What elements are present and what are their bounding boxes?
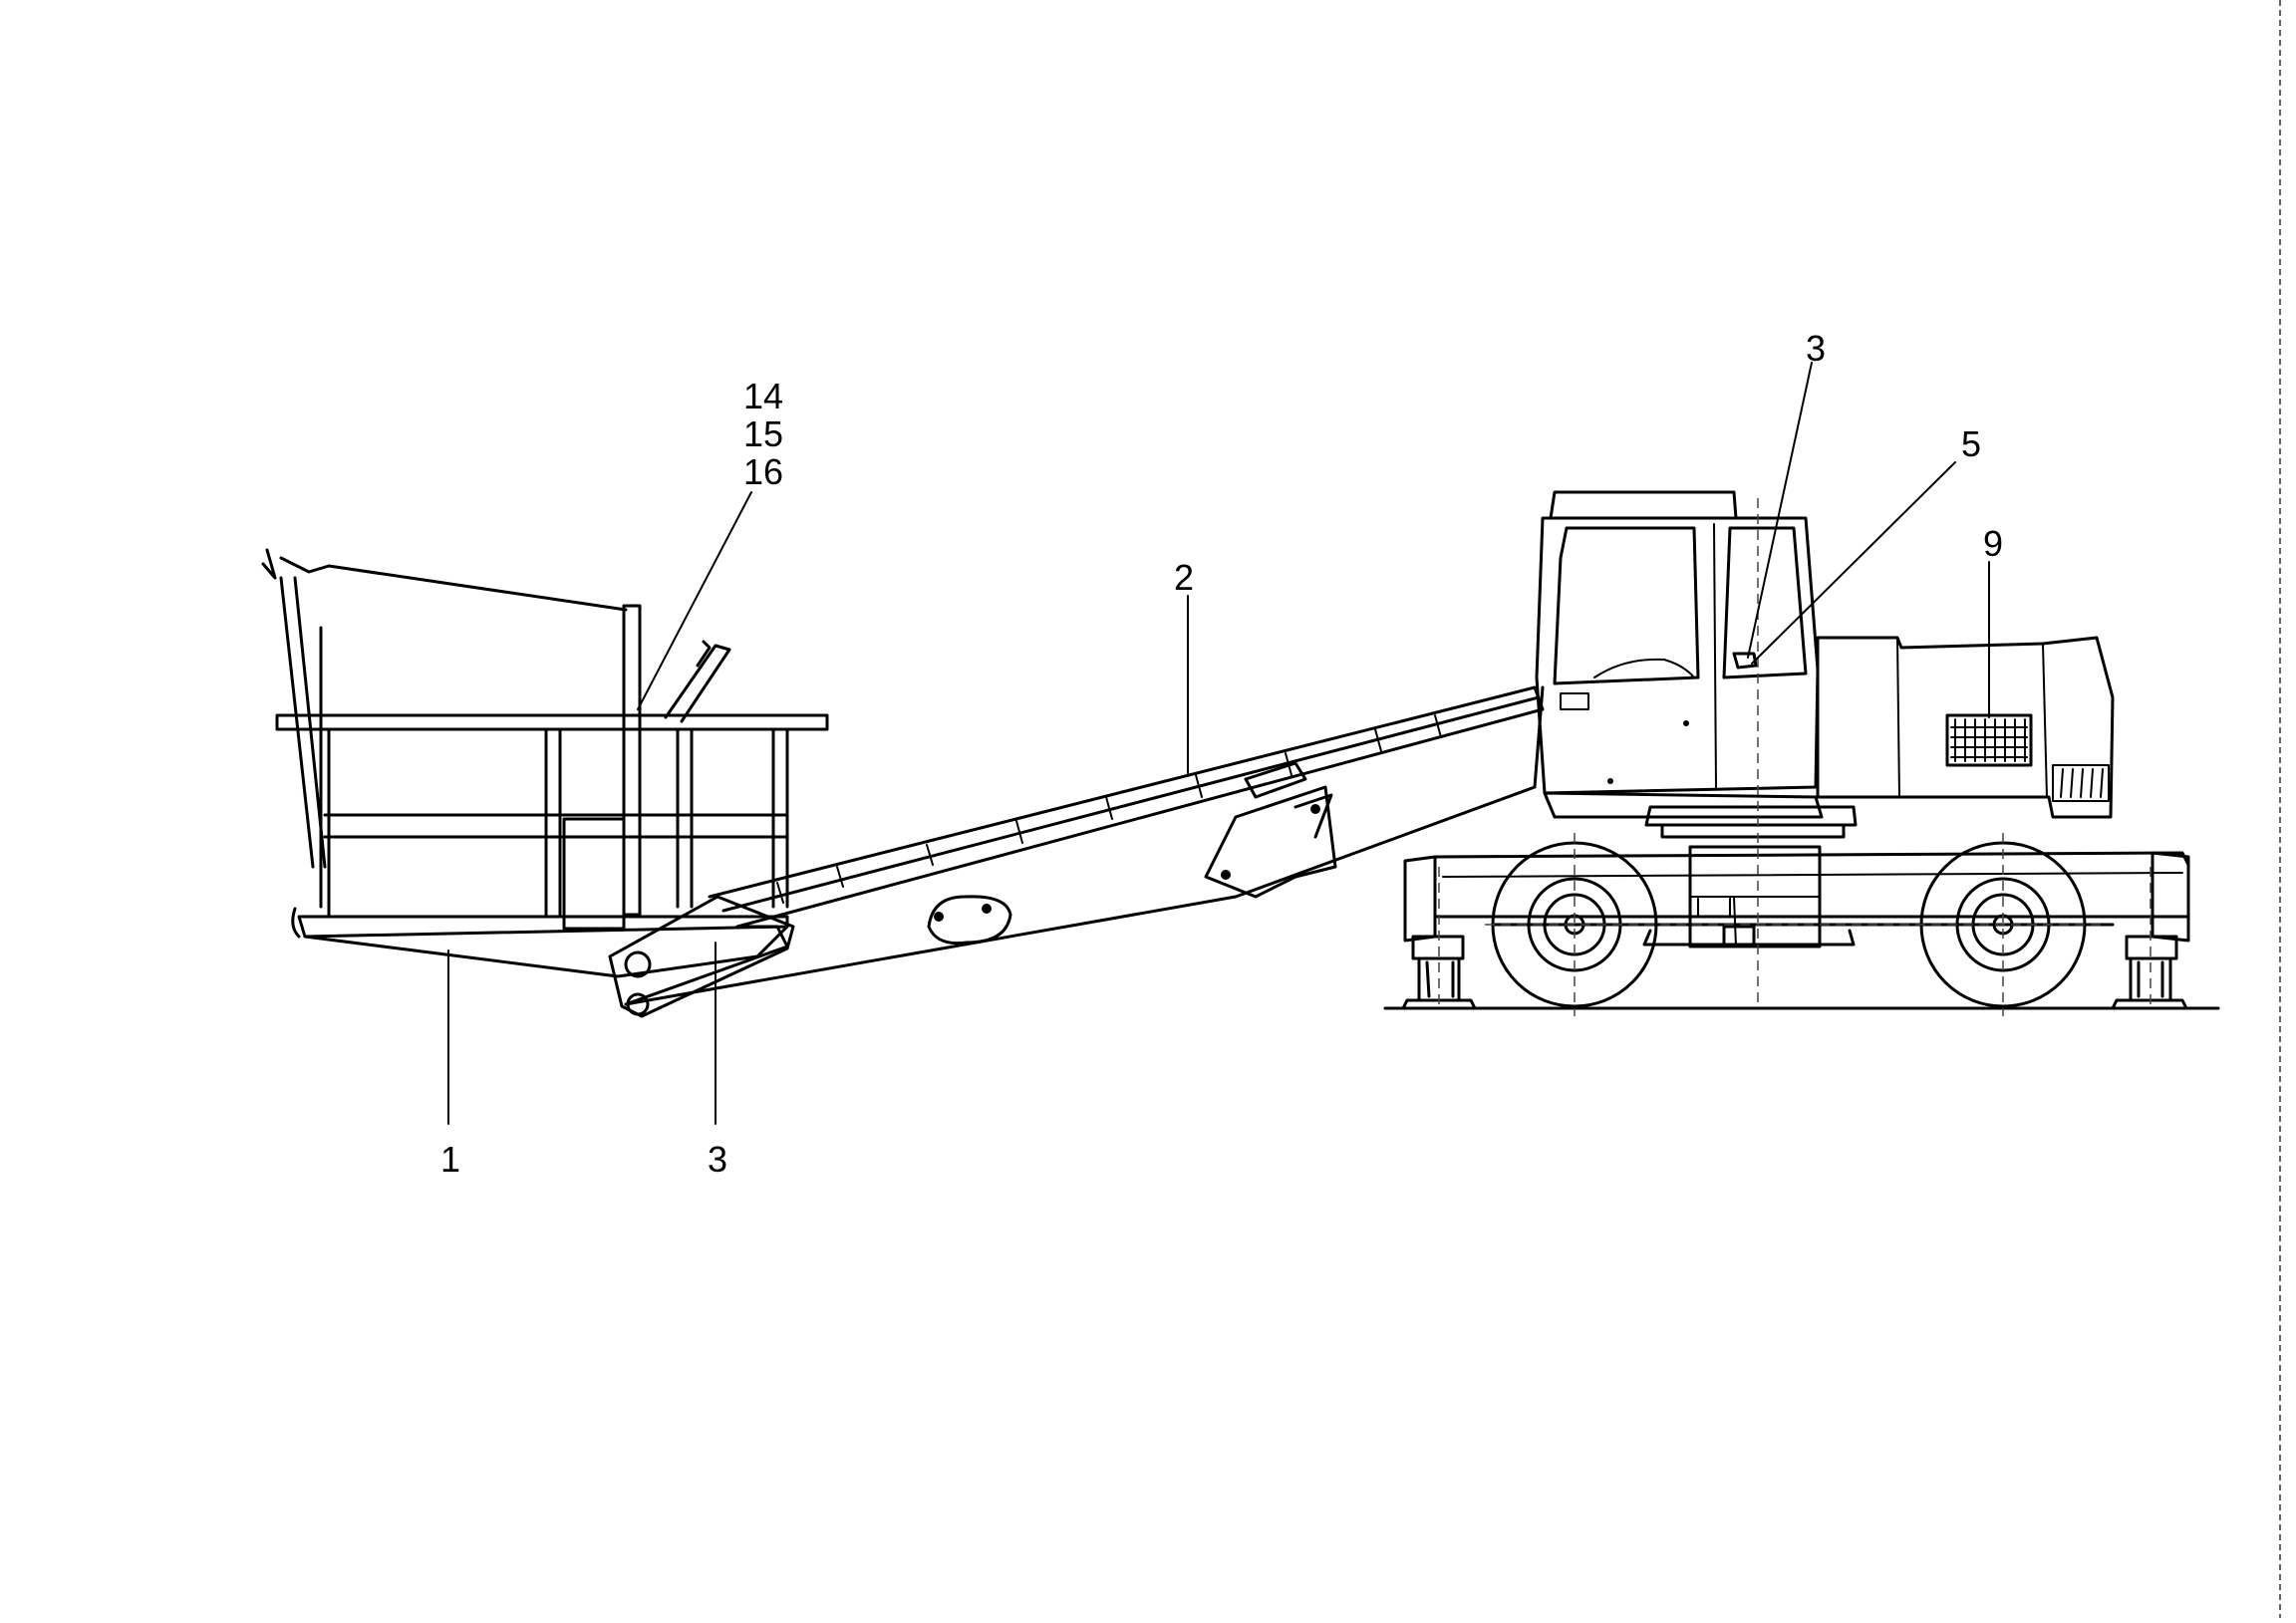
callout-5: 5 [1961,423,1981,464]
hook-icon [261,548,277,580]
boom-ladder [776,714,1442,904]
cab-roof [1549,490,1738,520]
cab-control-lever [1732,652,1758,670]
operator-cab [1535,490,2115,819]
upper-boom [708,685,1545,929]
boom-cylinder [1244,761,1307,799]
callout-3-cab: 3 [1806,328,1826,369]
leader-lines [447,362,1990,1125]
work-platform [261,548,829,978]
engine-housing [1816,636,2115,819]
control-box [562,817,626,931]
callout-labels: 14 15 16 2 3 5 9 1 3 [440,328,2003,1180]
callout-3-platform: 3 [708,1139,727,1180]
cab-side-window [1722,526,1808,679]
top-guard-rail [275,713,829,731]
rear-vent [2052,764,2110,802]
platform-floor [297,915,789,939]
undercarriage [1383,805,2220,1010]
pin-icon [624,950,652,978]
boom-arm [608,685,1545,1018]
boom-pivot-plate [927,895,1012,946]
centre-lines [1438,498,2152,1016]
callout-14: 14 [743,376,783,416]
callout-2: 2 [1174,557,1194,598]
callout-15: 15 [743,413,783,454]
callout-1: 1 [440,1139,460,1180]
callout-16: 16 [743,451,783,492]
leader-5 [1751,461,1956,665]
platform-bottom [303,925,789,978]
platform-lever [664,644,731,723]
callout-9: 9 [1983,523,2003,564]
lower-boom [624,785,1537,1006]
leader-3-cab [1747,362,1813,659]
platform-post [622,604,642,917]
operator-seat [1593,658,1695,678]
basket-cable [279,556,628,612]
slew-ring [1644,805,1858,827]
door-handle [1560,692,1589,710]
leader-14-16 [637,491,752,710]
boom-head [608,895,795,1018]
cab-front-window [1553,526,1700,685]
cab-body [1535,516,1820,795]
boom-plate [1204,785,1337,899]
